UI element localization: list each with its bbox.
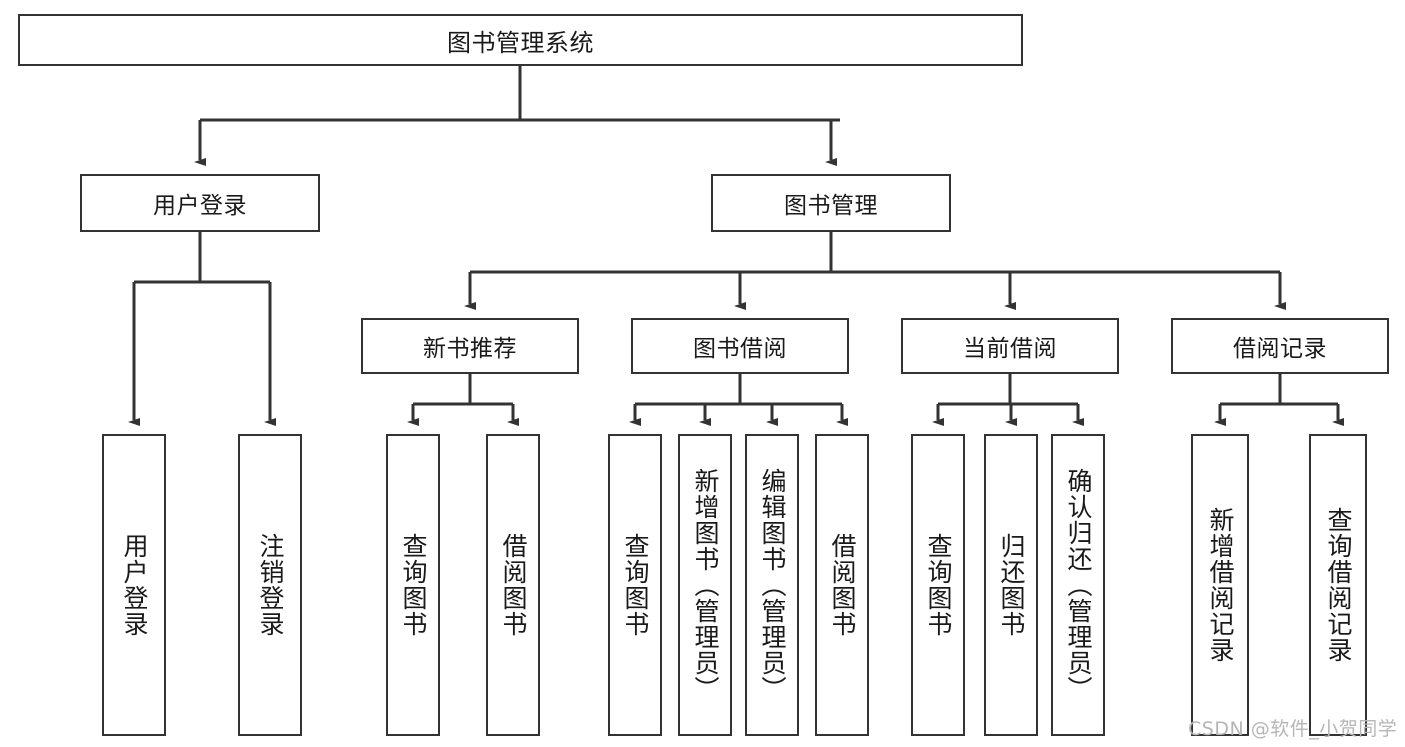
edge-group-root [194,66,840,166]
node-leaf-query-borrow-record-label: 查询借阅记录 [1324,507,1353,663]
node-leaf-add-borrow-record-label: 新增借阅记录 [1206,507,1235,663]
node-leaf-borrow-book-2-label: 借阅图书 [828,533,857,637]
edge-group-book-manage [464,232,1286,310]
node-new-book-recommend[interactable]: 新书推荐 [361,318,579,374]
node-book-borrow-label: 图书借阅 [693,336,787,362]
edge-group-borrow-record [1214,374,1344,426]
node-leaf-query-book-1-label: 查询图书 [399,533,428,637]
node-leaf-query-book-1[interactable]: 查询图书 [386,434,440,736]
node-leaf-edit-book[interactable]: 编辑图书（管理员） [745,434,799,736]
node-root[interactable]: 图书管理系统 [18,14,1023,66]
node-leaf-user-logout-label: 注销登录 [256,533,285,637]
watermark: CSDN @软件_小贺同学 [1188,718,1398,740]
node-leaf-user-login[interactable]: 用户登录 [102,434,166,736]
node-current-borrow[interactable]: 当前借阅 [901,318,1119,374]
edge-group-new-book-recommend [407,374,519,426]
node-leaf-confirm-return-label: 确认归还（管理员） [1064,468,1093,702]
node-leaf-query-borrow-record[interactable]: 查询借阅记录 [1309,434,1367,736]
node-leaf-borrow-book-1-label: 借阅图书 [499,533,528,637]
node-book-borrow[interactable]: 图书借阅 [631,318,849,374]
node-leaf-confirm-return[interactable]: 确认归还（管理员） [1051,434,1105,736]
node-user-login-label: 用户登录 [153,193,247,219]
node-leaf-return-book[interactable]: 归还图书 [984,434,1038,736]
node-leaf-return-book-label: 归还图书 [997,533,1026,637]
node-leaf-query-book-3-label: 查询图书 [924,533,953,637]
node-leaf-user-logout[interactable]: 注销登录 [238,434,302,736]
node-leaf-query-book-2-label: 查询图书 [621,533,650,637]
edge-group-user-login [128,232,276,426]
node-borrow-record[interactable]: 借阅记录 [1171,318,1389,374]
node-current-borrow-label: 当前借阅 [963,336,1057,362]
node-book-manage-label: 图书管理 [784,193,878,219]
node-leaf-user-login-label: 用户登录 [120,533,149,637]
node-leaf-edit-book-label: 编辑图书（管理员） [758,468,787,702]
node-leaf-add-book-label: 新增图书（管理员） [691,468,720,702]
node-book-manage[interactable]: 图书管理 [711,174,951,232]
node-leaf-query-book-2[interactable]: 查询图书 [608,434,662,736]
node-new-book-recommend-label: 新书推荐 [423,336,517,362]
node-leaf-add-book[interactable]: 新增图书（管理员） [678,434,732,736]
node-leaf-borrow-book-1[interactable]: 借阅图书 [486,434,540,736]
edge-group-book-borrow [629,374,848,426]
node-user-login[interactable]: 用户登录 [80,174,320,232]
node-leaf-add-borrow-record[interactable]: 新增借阅记录 [1191,434,1249,736]
node-leaf-borrow-book-2[interactable]: 借阅图书 [815,434,869,736]
node-leaf-query-book-3[interactable]: 查询图书 [911,434,965,736]
node-root-label: 图书管理系统 [447,28,594,57]
edge-group-current-borrow [932,374,1084,426]
node-borrow-record-label: 借阅记录 [1233,336,1327,362]
